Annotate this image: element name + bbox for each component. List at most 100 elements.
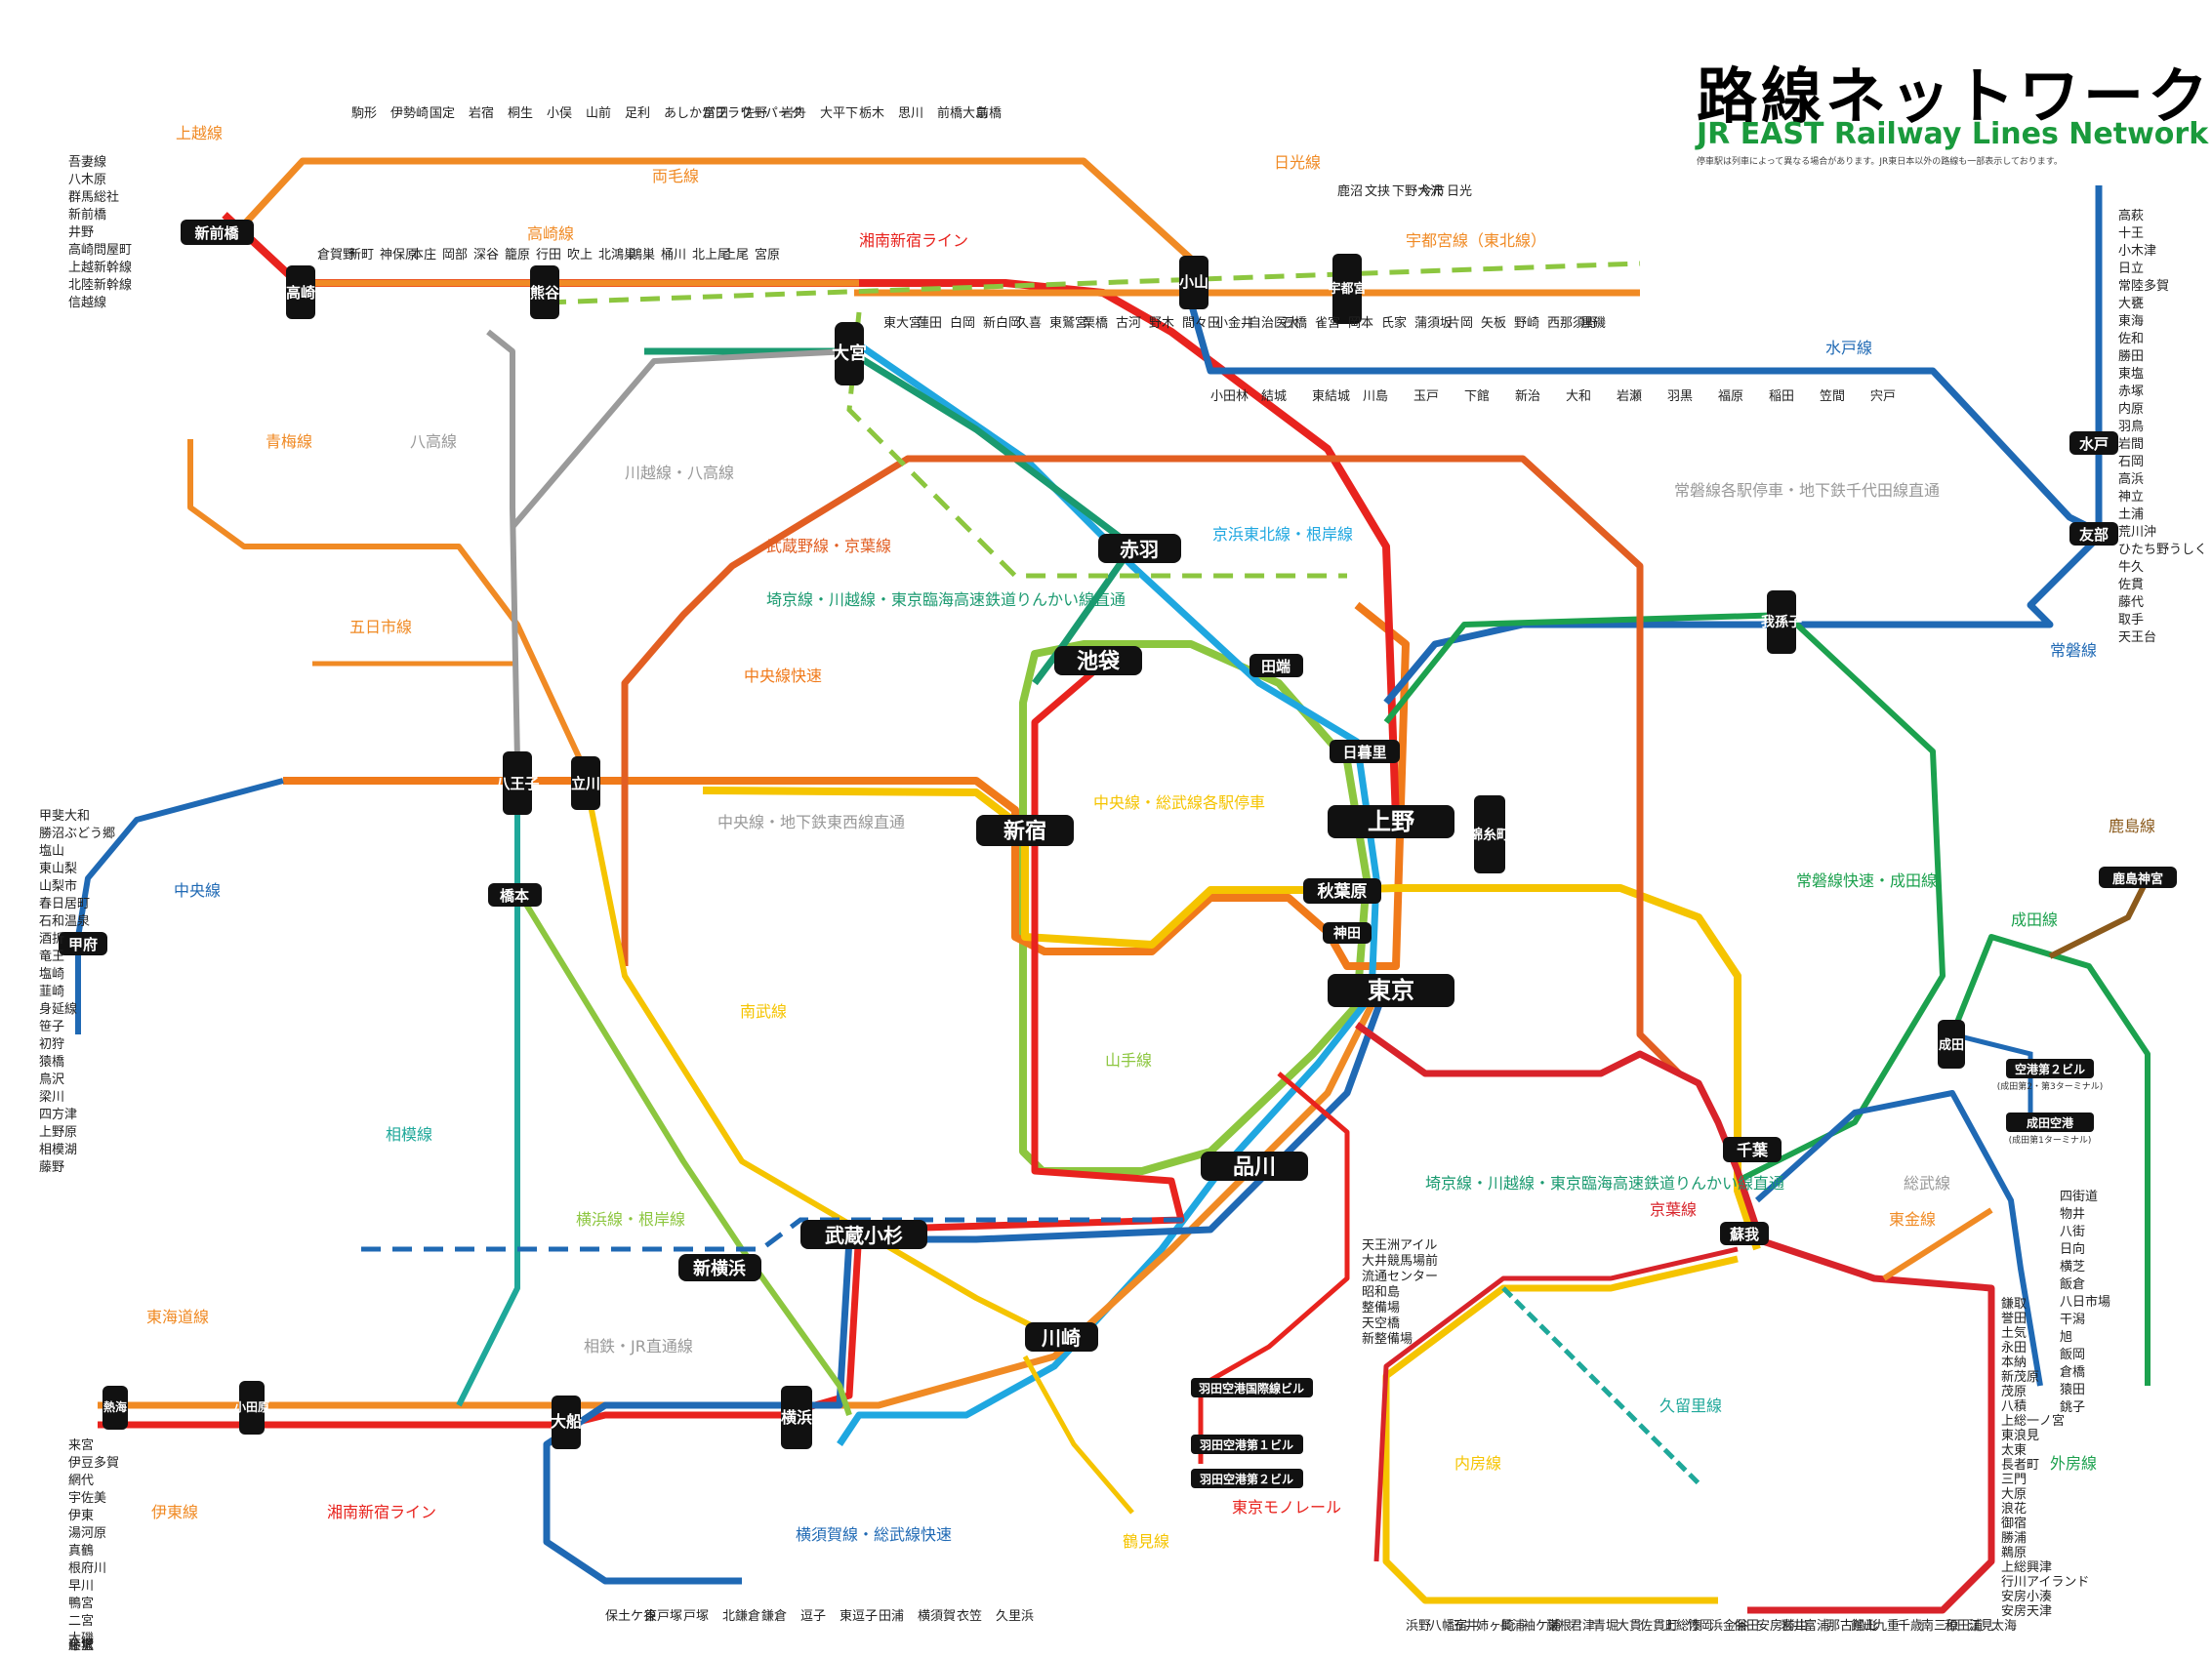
station-box-ofuna [552, 1396, 581, 1449]
minor-station-joban_line-15: 高浜 [2118, 471, 2144, 487]
minor-station-joetsu_line-3: 新前橋 [68, 207, 106, 223]
minor-station-ryomo_line-5: 小俣 [547, 106, 572, 121]
minor-station-sobu_line-12: 銚子 [2060, 1400, 2085, 1415]
station-box-kawasaki [1025, 1322, 1098, 1352]
label-joban-local: 常磐線各駅停車・地下鉄千代田線直通 [1674, 481, 1940, 500]
station-box-hashimoto [488, 883, 542, 907]
musashino-line [621, 455, 1682, 1076]
station-label-soga: 蘇我 [1729, 1226, 1759, 1243]
minor-station-chuo_line-0: 甲斐大和 [39, 809, 90, 824]
station-box-musashikosugi [800, 1220, 927, 1249]
label-shonan-north: 湘南新宿ライン [859, 231, 968, 250]
label-sagami: 相模線 [386, 1125, 432, 1144]
label-chuo-sobu: 中央線・総武線各駅停車 [1093, 793, 1265, 812]
minor-station-mito_line-4: 玉戸 [1413, 389, 1439, 404]
label-kashima: 鹿島線 [2109, 817, 2155, 835]
station-label-utsunomiya: 宇都宮 [1328, 281, 1366, 297]
minor-station-sobu_line-2: 八街 [2060, 1225, 2085, 1239]
minor-station-joetsu_line-1: 八木原 [68, 173, 106, 187]
minor-station-uchibo_line-10: 佐貫町 [1640, 1619, 1678, 1634]
station-sub-narita-airport: (成田第1ターミナル) [2009, 1134, 2092, 1146]
minor-station-uchibo_line-0: 浜野 [1406, 1619, 1431, 1634]
station-label-narita-t2: 空港第２ビル [2015, 1062, 2085, 1076]
minor-station-mito_line-3: 川島 [1363, 389, 1388, 404]
minor-station-tokaido_line-14: 藤沢 [68, 1639, 94, 1653]
minor-station-joetsu_line-8: 信越線 [68, 295, 106, 310]
label-ito: 伊東線 [151, 1503, 198, 1521]
minor-station-joban_line-6: 東海 [2118, 313, 2144, 329]
minor-station-takasaki_line-13: 上尾 [723, 248, 749, 263]
minor-station-yokosuka_line-2: 戸塚 [683, 1609, 709, 1624]
station-box-abiko [1767, 590, 1796, 654]
joban-rapid-line [1383, 612, 1946, 1184]
minor-station-tokaido_line-1: 伊豆多賀 [68, 1455, 119, 1471]
minor-station-sobu_line-5: 飯倉 [2060, 1277, 2085, 1292]
station-label-narita: 成田 [1939, 1037, 1964, 1053]
minor-station-monorail-2: 流通センター [1362, 1270, 1438, 1284]
yokosuka-line [543, 984, 1390, 1585]
minor-station-utsunomiya_line-17: 片岡 [1448, 316, 1473, 331]
label-mito: 水戸線 [1825, 339, 1872, 357]
minor-station-yokosuka_line-3: 北鎌倉 [722, 1609, 760, 1624]
minor-station-tokaido_line-0: 来宮 [68, 1437, 94, 1453]
minor-station-tokaido_line-9: 鴨宮 [68, 1596, 94, 1611]
minor-station-tokaido_line-6: 真鶴 [68, 1543, 94, 1558]
minor-station-utsunomiya_line-7: 古河 [1116, 316, 1141, 331]
station-label-yokohama: 横浜 [781, 1408, 812, 1427]
sagami-line [456, 781, 520, 1407]
station-box-tokyo [1328, 974, 1454, 1007]
station-box-odawara [239, 1381, 265, 1435]
minor-station-utsunomiya_line-18: 矢板 [1481, 316, 1506, 331]
monorail-line [1198, 1072, 1350, 1464]
label-nambu: 南武線 [740, 1002, 787, 1021]
minor-station-joban_line-13: 岩間 [2118, 437, 2144, 452]
minor-station-monorail-4: 整備場 [1362, 1300, 1400, 1315]
togane-line [1882, 1207, 1993, 1281]
minor-station-ryomo_line-16: 前橋 [976, 105, 1002, 121]
minor-station-sotobo_line-6: 茂原 [2001, 1385, 2027, 1399]
minor-station-joban_line-9: 東塩 [2118, 366, 2144, 382]
station-label-haneda-t1: 羽田空港第１ビル [1200, 1437, 1293, 1452]
minor-station-chuo_line-15: 鳥沢 [39, 1072, 64, 1087]
uchibo-line [1382, 1255, 1739, 1604]
minor-station-tokaido_line-10: 二宮 [68, 1613, 94, 1629]
minor-station-sotobo_line-8: 上総一ノ宮 [2001, 1413, 2065, 1429]
minor-station-utsunomiya_line-21: 黒磯 [1580, 316, 1606, 331]
minor-station-monorail-1: 大井競馬場前 [1362, 1253, 1438, 1269]
minor-station-mito_line-10: 福原 [1718, 389, 1743, 404]
tsurumi-line [1022, 1355, 1134, 1515]
minor-station-yokosuka_line-8: 横須賀 [918, 1609, 956, 1624]
station-label-shinmaebashi: 新前橋 [194, 224, 239, 242]
label-uchibo: 内房線 [1454, 1454, 1501, 1473]
station-box-yokohama [781, 1386, 812, 1449]
station-label-takasaki: 高崎 [286, 284, 315, 302]
minor-station-joban_line-8: 勝田 [2118, 349, 2144, 364]
minor-station-tokaido_line-2: 網代 [68, 1474, 94, 1488]
minor-station-joban_line-1: 十王 [2118, 226, 2144, 241]
station-label-shinagawa: 品川 [1233, 1155, 1276, 1180]
label-monorail: 東京モノレール [1232, 1498, 1341, 1517]
minor-station-chuo_line-10: 韮崎 [39, 985, 64, 999]
label-ome: 青梅線 [266, 432, 312, 451]
minor-station-mito_line-9: 羽黒 [1667, 389, 1693, 404]
label-joban-rapid: 常磐線快速・成田線 [1796, 871, 1937, 890]
station-box-kanda [1323, 922, 1372, 944]
minor-station-utsunomiya_line-19: 野崎 [1514, 316, 1539, 331]
label-kawagoe: 川越線・八高線 [625, 464, 734, 482]
label-togane: 東金線 [1889, 1210, 1936, 1229]
station-box-kumagaya [530, 265, 559, 319]
minor-station-nikko_line-3: 今市 [1419, 183, 1445, 199]
minor-station-uchibo_line-3: 姉ヶ崎 [1476, 1619, 1514, 1634]
chuo-rapid-line [586, 601, 1410, 970]
minor-station-uchibo_line-25: 太海 [1991, 1619, 2017, 1634]
minor-station-uchibo_line-19: 館山 [1851, 1619, 1876, 1634]
minor-station-uchibo_line-6: 巌根 [1546, 1619, 1572, 1634]
label-utsunomiya: 宇都宮線（東北線） [1406, 231, 1546, 250]
keihin-tohoku-line [837, 339, 1380, 1446]
minor-station-monorail-6: 新整備場 [1362, 1331, 1413, 1347]
minor-station-chuo_line-18: 上野原 [39, 1125, 77, 1140]
minor-station-uchibo_line-2: 五井 [1453, 1619, 1478, 1634]
station-box-oyama [1179, 256, 1208, 309]
minor-station-sotobo_line-15: 御宿 [2001, 1516, 2027, 1531]
station-box-tomobe [2069, 522, 2118, 546]
